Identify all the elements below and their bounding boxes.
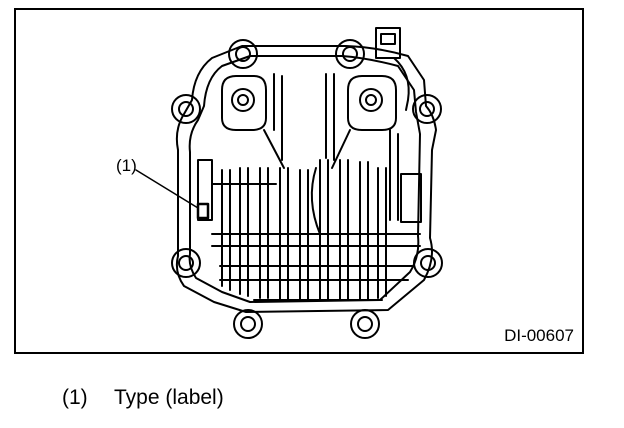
left-side-slot (197, 159, 213, 221)
cooling-ribs (221, 159, 387, 301)
bolt (335, 39, 365, 69)
bolt (171, 94, 201, 124)
sensor-connector (375, 27, 410, 111)
bolt (228, 39, 258, 69)
differential-cover-drawing (135, 27, 443, 339)
bolt-group (171, 39, 443, 339)
figure-id: DI-00607 (504, 326, 574, 345)
right-side-slot (400, 173, 422, 223)
legend: (1) Type (label) (62, 386, 224, 410)
bolt (350, 309, 380, 339)
bolt (412, 94, 442, 124)
callout-label: (1) (116, 156, 137, 175)
type-label (196, 202, 210, 220)
callout-leader (135, 169, 199, 209)
legend-text: Type (label) (114, 386, 224, 409)
left-mount-pad (221, 75, 267, 131)
bolt (171, 248, 201, 278)
bolt (233, 309, 263, 339)
cover-outline (175, 45, 437, 313)
bolt (413, 248, 443, 278)
right-mount-pad (347, 75, 397, 131)
figure-frame: (1) DI-00607 (14, 8, 584, 354)
legend-number: (1) (62, 386, 88, 409)
